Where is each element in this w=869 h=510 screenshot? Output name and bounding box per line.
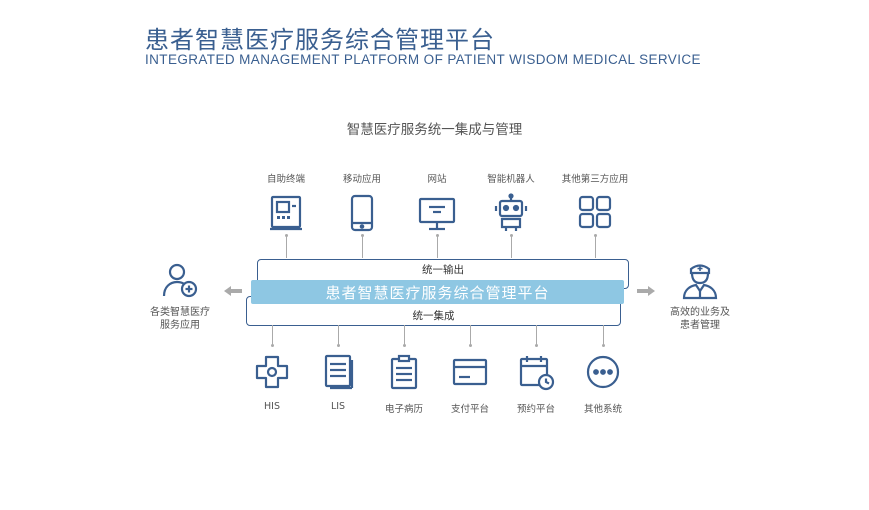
connector-dot [436,234,439,237]
right-label: 高效的业务及 患者管理 [660,306,740,332]
connector-dot [594,234,597,237]
bottom-item-label-appointment: 预约平台 [516,404,555,415]
bottom-item-label-lis: LIS [330,401,346,412]
calendar-clock-icon [516,352,556,392]
payment-card-icon [450,352,490,392]
connector-appointment [536,325,537,345]
lab-document-icon [318,352,358,392]
connector-dot [285,234,288,237]
medical-cross-icon [252,352,292,392]
connector-mobile [362,236,363,258]
top-item-label-third-party: 其他第三方应用 [561,174,629,185]
connector-his [272,325,273,345]
connector-emr [404,325,405,345]
more-dots-icon [583,352,623,392]
left-label-line1: 各类智慧医疗 [150,307,210,318]
connector-dot [535,344,538,347]
left-arrow-icon [224,286,242,296]
bottom-item-label-other: 其他系统 [583,404,622,415]
unified-output-label: 统一输出 [422,264,464,276]
connector-lis [338,325,339,345]
diagram-subtitle: 智慧医疗服务统一集成与管理 [346,122,523,138]
connector-dot [469,344,472,347]
mobile-phone-icon [342,193,382,233]
user-medical-icon [160,260,200,300]
top-item-label-website: 网站 [427,174,447,185]
bottom-item-label-payment: 支付平台 [450,404,489,415]
connector-payment [470,325,471,345]
connector-robot [511,236,512,258]
left-label-line2: 服务应用 [160,320,200,331]
left-label: 各类智慧医疗 服务应用 [140,306,220,332]
connector-dot [337,344,340,347]
page-title-english: INTEGRATED MANAGEMENT PLATFORM OF PATIEN… [145,52,701,67]
top-item-label-mobile: 移动应用 [342,174,381,185]
nurse-icon [680,260,720,300]
monitor-icon [417,193,457,233]
connector-dot [510,234,513,237]
kiosk-icon [266,193,306,233]
right-label-line2: 患者管理 [680,320,720,331]
connector-dot [602,344,605,347]
page-title: 患者智慧医疗服务综合管理平台 [145,26,495,54]
connector-website [437,236,438,258]
top-item-label-kiosk: 自助终端 [266,174,305,185]
connector-third-party [595,236,596,258]
bottom-item-label-emr: 电子病历 [384,404,423,415]
connector-dot [361,234,364,237]
right-arrow-icon [637,286,655,296]
connector-dot [271,344,274,347]
bottom-item-label-his: HIS [264,401,280,412]
app-grid-icon [575,193,615,233]
connector-other [603,325,604,345]
robot-icon [491,193,531,233]
right-label-line1: 高效的业务及 [670,307,730,318]
connector-kiosk [286,236,287,258]
connector-dot [403,344,406,347]
unified-integration-label: 统一集成 [412,310,455,322]
top-item-label-robot: 智能机器人 [487,174,535,185]
clipboard-icon [384,352,424,392]
platform-bar: 患者智慧医疗服务综合管理平台 [251,280,624,304]
